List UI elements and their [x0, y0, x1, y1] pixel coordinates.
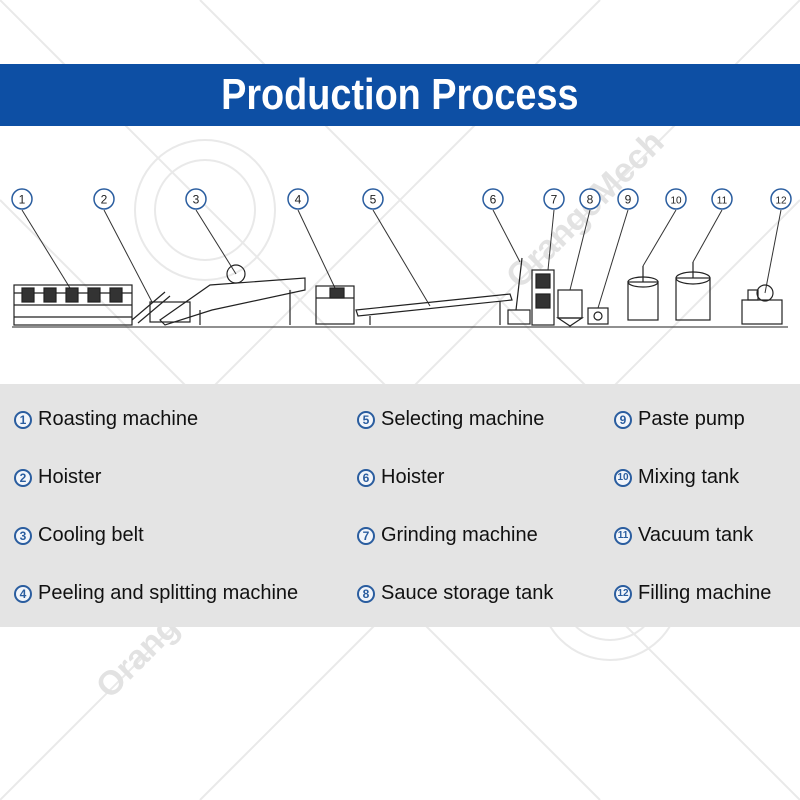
- step-name: Vacuum tank: [638, 524, 754, 546]
- callout-number: 5: [370, 193, 377, 207]
- step-number-badge: 2: [14, 468, 32, 487]
- callout-leader-line: [103, 209, 153, 303]
- callout-leader-line: [642, 209, 677, 267]
- step-name: Selecting machine: [381, 408, 545, 430]
- step-number-badge: 7: [357, 526, 375, 545]
- legend-item: 12 Filling machine: [614, 582, 771, 605]
- legend-item: 10 Mixing tank: [614, 466, 739, 489]
- filling-machine-drawing: [741, 284, 783, 325]
- callout-number: 6: [490, 193, 497, 207]
- callout-leader-line: [195, 209, 237, 275]
- cooling-belt-drawing: [159, 264, 306, 326]
- callout-leader-line: [492, 209, 521, 263]
- step-name: Sauce storage tank: [381, 582, 554, 604]
- step-number-badge: 9: [614, 410, 632, 429]
- step-number-badge: 6: [357, 468, 375, 487]
- callout-circle: [543, 188, 565, 210]
- callout-number: 1: [19, 193, 26, 207]
- callout-circle: [93, 188, 115, 210]
- step-name: Mixing tank: [638, 466, 740, 488]
- callout-circle: [579, 188, 601, 210]
- peeling-machine-drawing: [315, 285, 355, 325]
- step-number-badge: 10: [614, 468, 632, 487]
- step-name: Roasting machine: [38, 408, 199, 430]
- callout-number: 7: [551, 193, 558, 207]
- step-name: Cooling belt: [38, 524, 144, 546]
- mixing-tank-drawing: [627, 266, 659, 321]
- step-name: Peeling and splitting machine: [38, 582, 299, 604]
- page-title: Production Process: [221, 70, 579, 119]
- callout-circle: [711, 188, 733, 210]
- callout-circle: [287, 188, 309, 210]
- callout-circle: [11, 188, 33, 210]
- callout-number: 9: [625, 193, 632, 207]
- step-name: Grinding machine: [381, 524, 538, 546]
- title-banner: Production Process: [0, 64, 800, 126]
- callout-number: 10: [670, 196, 682, 207]
- roasting-machine-drawing: [13, 284, 133, 326]
- sauce-tank-drawing: [556, 289, 584, 327]
- hoister-drawing-1: [131, 291, 191, 324]
- step-number-badge: 8: [357, 584, 375, 603]
- callout-leader-line: [372, 209, 431, 307]
- step-number-badge: 11: [614, 526, 632, 545]
- callout-number: 12: [775, 196, 787, 207]
- callout-number: 3: [193, 193, 200, 207]
- step-number-badge: 12: [614, 584, 632, 603]
- selecting-machine-drawing: [355, 293, 513, 325]
- callout-leader-line: [764, 209, 782, 294]
- legend-item: 6 Hoister: [357, 466, 444, 489]
- legend-item: 4 Peeling and splitting machine: [14, 582, 298, 605]
- callout-leader-line: [547, 209, 555, 271]
- step-number-badge: 3: [14, 526, 32, 545]
- callout-circle: [665, 188, 687, 210]
- legend-item: 5 Selecting machine: [357, 408, 544, 431]
- step-number-badge: 1: [14, 410, 32, 429]
- callout-leader-line: [297, 209, 336, 289]
- legend-item: 7 Grinding machine: [357, 524, 538, 547]
- legend-item: 9 Paste pump: [614, 408, 745, 431]
- hoister-drawing-2: [507, 257, 531, 325]
- callout-number: 11: [717, 196, 728, 207]
- callout-leader-line: [692, 209, 723, 263]
- callout-leader-line: [597, 209, 629, 309]
- callout-circle: [617, 188, 639, 210]
- step-name: Paste pump: [638, 408, 745, 430]
- step-name: Hoister: [38, 466, 102, 488]
- grinding-machine-drawing: [531, 269, 555, 326]
- legend-item: 11 Vacuum tank: [614, 524, 753, 547]
- callout-number: 2: [101, 193, 108, 207]
- callout-circle: [185, 188, 207, 210]
- callout-circle: [362, 188, 384, 210]
- step-name: Hoister: [381, 466, 445, 488]
- step-number-badge: 5: [357, 410, 375, 429]
- step-number-badge: 4: [14, 584, 32, 603]
- callout-circle: [770, 188, 792, 210]
- callout-leader-line: [569, 209, 591, 291]
- legend-item: 1 Roasting machine: [14, 408, 198, 431]
- legend-item: 2 Hoister: [14, 466, 101, 489]
- callout-number: 4: [295, 193, 302, 207]
- callout-circle: [482, 188, 504, 210]
- step-name: Filling machine: [638, 582, 772, 604]
- paste-pump-drawing: [587, 307, 609, 325]
- callout-leader-line: [21, 209, 71, 289]
- legend-item: 8 Sauce storage tank: [357, 582, 553, 605]
- vacuum-tank-drawing: [675, 262, 711, 321]
- legend-item: 3 Cooling belt: [14, 524, 144, 547]
- callout-number: 8: [587, 193, 594, 207]
